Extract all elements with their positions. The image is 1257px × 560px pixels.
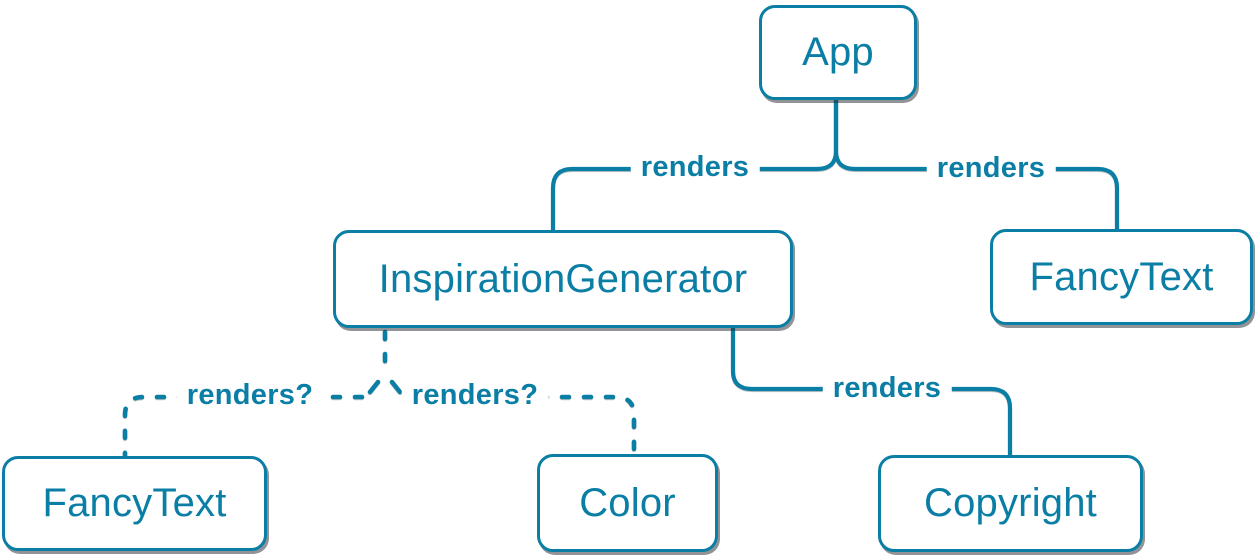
edge-inspirationgenerator-to-fancytext-dashed — [122, 394, 365, 461]
edge-label-renders-inspirationgenerator-copyright: renders — [822, 372, 952, 405]
edge-label-renders-app-inspirationgenerator: renders — [630, 151, 760, 184]
edge-fork-arm-left — [367, 379, 381, 395]
edge-label-renders-app-fancytext: renders — [926, 152, 1056, 185]
edge-label-renders-question-color: renders? — [401, 379, 549, 412]
node-copyright-label: Copyright — [924, 481, 1097, 525]
edge-inspirationgenerator-to-color-dashed — [405, 394, 637, 461]
node-color: Color — [537, 454, 718, 552]
node-fancytext-top-label: FancyText — [1029, 254, 1214, 299]
node-copyright: Copyright — [878, 455, 1143, 552]
node-color-label: Color — [579, 480, 676, 525]
node-fancytext-top: FancyText — [990, 229, 1253, 325]
edge-fork-arm-right — [389, 379, 403, 395]
node-fancytext-bottom-label: FancyText — [42, 481, 227, 525]
node-fancytext-bottom: FancyText — [2, 456, 267, 551]
node-app: App — [759, 5, 917, 100]
node-inspirationgenerator: InspirationGenerator — [333, 230, 793, 328]
edge-label-renders-question-fancytext: renders? — [176, 379, 324, 412]
node-app-label: App — [802, 30, 874, 74]
node-inspirationgenerator-label: InspirationGenerator — [378, 256, 748, 301]
